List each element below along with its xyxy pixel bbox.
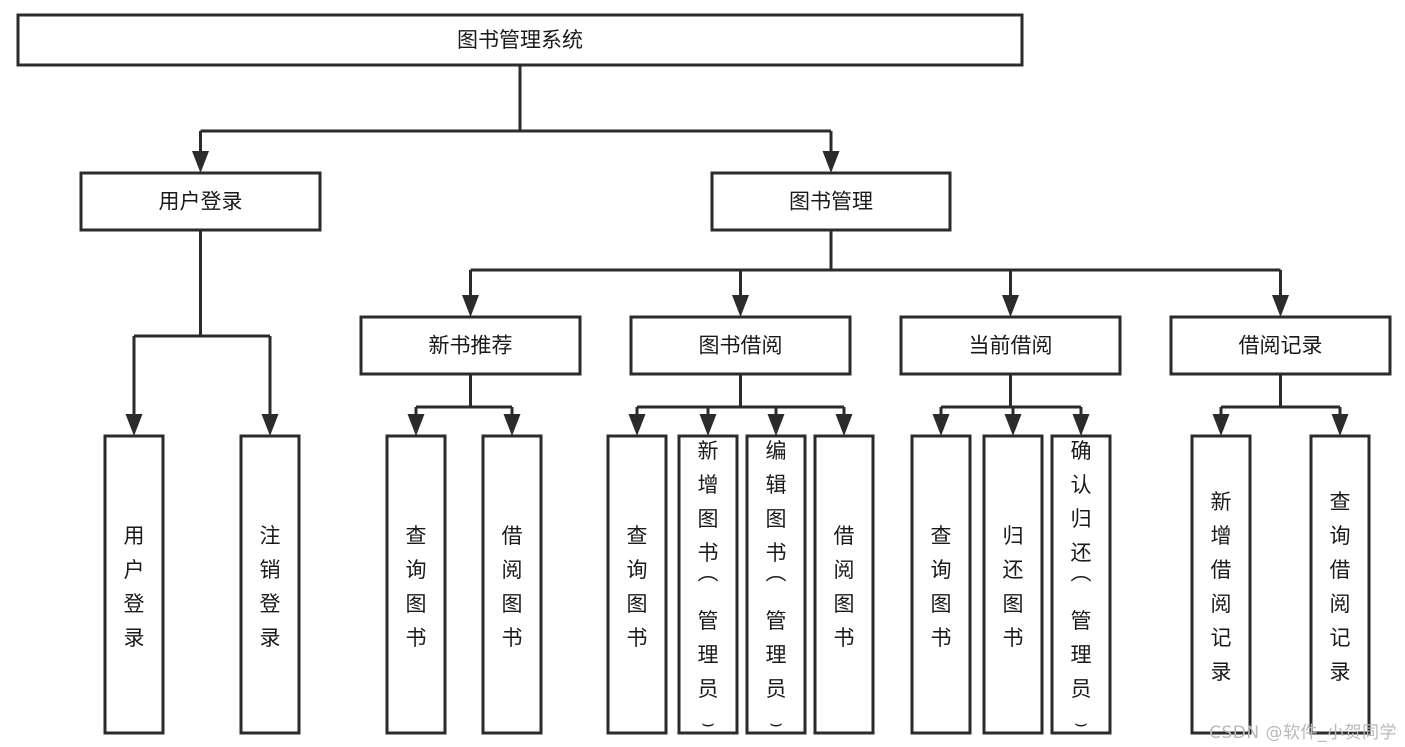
edge-group-current-borrow xyxy=(932,374,1090,436)
node-label-leaf-borrow-book-2: 借阅图书 xyxy=(834,524,855,650)
node-label-leaf-return-book: 归还图书 xyxy=(1003,524,1024,650)
node-label-borrow-record: 借阅记录 xyxy=(1239,334,1323,358)
node-label-leaf-query-book-1: 查询图书 xyxy=(406,524,427,650)
node-box-root[interactable] xyxy=(16,13,1024,67)
node-leaf-borrow-book-2[interactable]: 借阅图书 xyxy=(813,434,875,735)
node-box-leaf-query-book-1[interactable] xyxy=(385,434,447,735)
node-box-leaf-add-record[interactable] xyxy=(1190,434,1252,735)
node-box-leaf-return-book[interactable] xyxy=(982,434,1044,735)
node-box-leaf-add-book[interactable] xyxy=(677,434,739,735)
node-label-leaf-edit-book: 编辑图书⌒管理员⌣ xyxy=(766,439,787,735)
node-root[interactable]: 图书管理系统 xyxy=(16,13,1024,67)
node-user-login[interactable]: 用户登录 xyxy=(79,171,322,232)
node-leaf-query-book-2[interactable]: 查询图书 xyxy=(606,434,668,735)
node-label-leaf-query-record: 查询借阅记录 xyxy=(1330,490,1351,684)
edge-group-borrow-record xyxy=(1212,374,1349,436)
node-box-leaf-user-login[interactable] xyxy=(103,434,165,735)
edge-group-book-borrow xyxy=(628,374,853,436)
node-box-book-manage[interactable] xyxy=(710,171,952,232)
node-label-current-borrow: 当前借阅 xyxy=(969,334,1053,358)
node-label-leaf-query-book-2: 查询图书 xyxy=(627,524,648,650)
node-label-user-login: 用户登录 xyxy=(159,190,243,214)
node-borrow-record[interactable]: 借阅记录 xyxy=(1169,315,1392,376)
node-leaf-query-record[interactable]: 查询借阅记录 xyxy=(1309,434,1371,735)
node-box-borrow-record[interactable] xyxy=(1169,315,1392,376)
node-box-book-borrow[interactable] xyxy=(629,315,852,376)
node-box-leaf-borrow-book-1[interactable] xyxy=(481,434,543,735)
node-label-leaf-add-book: 新增图书⌒管理员⌣ xyxy=(698,439,719,735)
node-box-leaf-query-book-3[interactable] xyxy=(910,434,972,735)
node-leaf-borrow-book-1[interactable]: 借阅图书 xyxy=(481,434,543,735)
edge-group-user-login xyxy=(125,230,279,436)
node-book-manage[interactable]: 图书管理 xyxy=(710,171,952,232)
connector-layer xyxy=(125,65,1349,436)
node-leaf-return-book[interactable]: 归还图书 xyxy=(982,434,1044,735)
node-label-leaf-borrow-book-1: 借阅图书 xyxy=(502,524,523,650)
node-leaf-query-book-3[interactable]: 查询图书 xyxy=(910,434,972,735)
edge-group-root xyxy=(192,65,840,173)
node-leaf-add-book[interactable]: 新增图书⌒管理员⌣ xyxy=(677,434,739,735)
node-label-new-book-rec: 新书推荐 xyxy=(429,334,513,358)
node-box-user-login[interactable] xyxy=(79,171,322,232)
node-label-leaf-query-book-3: 查询图书 xyxy=(931,524,952,650)
node-box-leaf-confirm-return[interactable] xyxy=(1050,434,1112,735)
node-label-leaf-confirm-return: 确认归还⌒管理员⌣ xyxy=(1071,439,1092,735)
node-leaf-user-login[interactable]: 用户登录 xyxy=(103,434,165,735)
node-box-leaf-query-book-2[interactable] xyxy=(606,434,668,735)
node-box-leaf-logout[interactable] xyxy=(239,434,301,735)
node-leaf-query-book-1[interactable]: 查询图书 xyxy=(385,434,447,735)
node-box-current-borrow[interactable] xyxy=(899,315,1122,376)
node-label-book-manage: 图书管理 xyxy=(789,190,873,214)
edge-group-new-book-rec xyxy=(407,374,521,436)
node-layer: 图书管理系统用户登录图书管理新书推荐图书借阅当前借阅借阅记录用户登录注销登录查询… xyxy=(16,13,1392,735)
node-label-book-borrow: 图书借阅 xyxy=(699,334,783,358)
node-label-leaf-user-login: 用户登录 xyxy=(124,524,145,650)
node-book-borrow[interactable]: 图书借阅 xyxy=(629,315,852,376)
node-box-leaf-borrow-book-2[interactable] xyxy=(813,434,875,735)
node-leaf-logout[interactable]: 注销登录 xyxy=(239,434,301,735)
node-label-root: 图书管理系统 xyxy=(457,28,583,52)
node-leaf-edit-book[interactable]: 编辑图书⌒管理员⌣ xyxy=(745,434,807,735)
node-box-new-book-rec[interactable] xyxy=(359,315,582,376)
node-box-leaf-query-record[interactable] xyxy=(1309,434,1371,735)
node-current-borrow[interactable]: 当前借阅 xyxy=(899,315,1122,376)
node-leaf-add-record[interactable]: 新增借阅记录 xyxy=(1190,434,1252,735)
node-new-book-rec[interactable]: 新书推荐 xyxy=(359,315,582,376)
node-box-leaf-edit-book[interactable] xyxy=(745,434,807,735)
node-label-leaf-logout: 注销登录 xyxy=(260,524,281,650)
edge-group-book-manage xyxy=(462,230,1289,317)
node-label-leaf-add-record: 新增借阅记录 xyxy=(1211,490,1232,684)
node-leaf-confirm-return[interactable]: 确认归还⌒管理员⌣ xyxy=(1050,434,1112,735)
